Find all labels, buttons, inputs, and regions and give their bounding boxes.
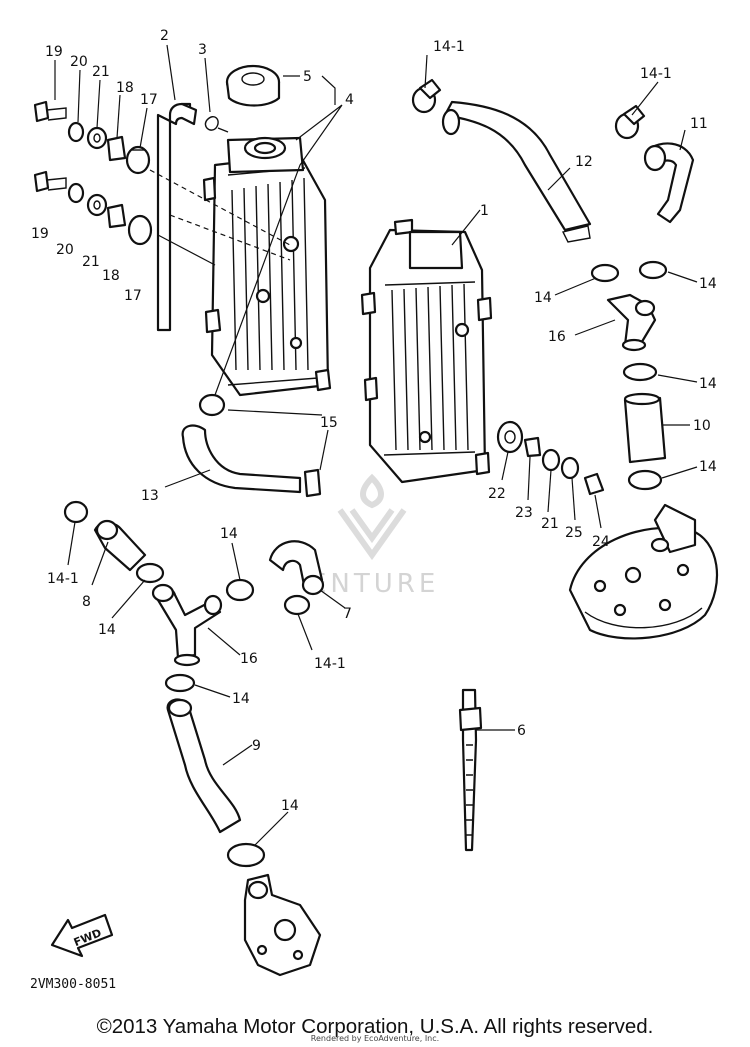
callout-1: 1	[480, 203, 489, 219]
callout-7: 7	[343, 606, 352, 622]
mounting-hardware-lower	[33, 170, 153, 246]
fwd-arrow: FWD	[50, 913, 114, 958]
callout-5: 5	[303, 69, 312, 85]
callout-10: 10	[693, 418, 711, 434]
left-radiator	[202, 136, 332, 397]
diagram-part-code: 2VM300-8051	[30, 977, 116, 992]
callout-8: 8	[82, 594, 91, 610]
right-radiator	[360, 218, 493, 484]
overflow-pipe	[156, 102, 229, 332]
cable-tie	[458, 688, 483, 852]
hose-7	[225, 540, 325, 616]
callouts: 19 20 21 18 17 2 3 5 4 19 20 21 18 17 14…	[31, 28, 717, 814]
callout-14c: 14	[699, 376, 717, 392]
callout-14f: 14	[220, 526, 238, 542]
callout-14-1a: 14-1	[433, 39, 465, 55]
callout-16a: 16	[548, 329, 566, 345]
callout-14b: 14	[699, 276, 717, 292]
callout-18: 18	[116, 80, 134, 96]
watermark: ENTURE	[310, 473, 439, 599]
callout-14-1c: 14-1	[47, 571, 79, 587]
callout-17b: 17	[124, 288, 142, 304]
callout-13: 13	[141, 488, 159, 504]
callout-19: 19	[45, 44, 63, 60]
callout-12: 12	[575, 154, 593, 170]
junction-16-right	[590, 260, 668, 382]
leader-lines	[54, 44, 698, 846]
copyright-notice: ©2013 Yamaha Motor Corporation, U.S.A. A…	[96, 1015, 654, 1038]
hose-10	[623, 392, 667, 491]
callout-20: 20	[70, 54, 88, 70]
callout-4: 4	[345, 92, 354, 108]
hose-12	[441, 100, 592, 243]
callout-21b: 21	[82, 254, 100, 270]
callout-15: 15	[320, 415, 338, 431]
callout-14g: 14	[232, 691, 250, 707]
callout-19b: 19	[31, 226, 49, 242]
hose-13	[181, 393, 322, 498]
callout-16b: 16	[240, 651, 258, 667]
callout-25: 25	[565, 525, 583, 541]
mounting-hardware-upper	[33, 100, 151, 175]
callout-14h: 14	[281, 798, 299, 814]
callout-17: 17	[140, 92, 158, 108]
callout-24: 24	[592, 534, 610, 550]
callout-11: 11	[690, 116, 708, 132]
hose-11	[643, 142, 695, 224]
callout-14a: 14	[534, 290, 552, 306]
hose-8	[63, 500, 165, 584]
callout-18b: 18	[102, 268, 120, 284]
callout-6: 6	[517, 723, 526, 739]
callout-21c: 21	[541, 516, 559, 532]
rendered-by-note: Rendered by EcoAdventure, Inc.	[310, 1034, 440, 1043]
water-pump-cover	[243, 873, 322, 977]
callout-9: 9	[252, 738, 261, 754]
hose-9	[164, 673, 266, 868]
callout-22: 22	[488, 486, 506, 502]
junction-16-left	[151, 583, 223, 667]
callout-14-1d: 14-1	[314, 656, 346, 672]
callout-21: 21	[92, 64, 110, 80]
callout-14-1b: 14-1	[640, 66, 672, 82]
radiator-cap	[225, 64, 281, 107]
callout-3: 3	[198, 42, 207, 58]
mounting-hardware-right	[496, 420, 605, 496]
hose-clamps-top	[411, 78, 646, 140]
callout-20b: 20	[56, 242, 74, 258]
callout-14e: 14	[98, 622, 116, 638]
callout-23: 23	[515, 505, 533, 521]
callout-2: 2	[160, 28, 169, 44]
callout-14d: 14	[699, 459, 717, 475]
cylinder-head	[568, 503, 719, 640]
watermark-text: ENTURE	[310, 569, 439, 599]
